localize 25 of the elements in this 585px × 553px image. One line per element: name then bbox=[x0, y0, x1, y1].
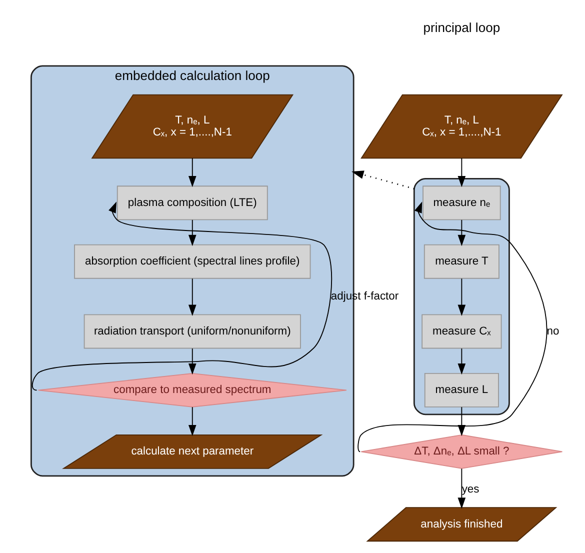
arrow bbox=[357, 202, 547, 452]
arrow bbox=[457, 278, 466, 316]
arrow bbox=[457, 468, 466, 509]
node-box: radiation transport (uniform/nonuniform) bbox=[83, 314, 300, 349]
arrow bbox=[188, 220, 196, 246]
arrow bbox=[188, 158, 196, 188]
node-box: measure nₑ bbox=[422, 186, 500, 220]
node-diamond: compare to measured spectrum bbox=[37, 372, 346, 408]
arrow bbox=[31, 202, 332, 391]
arrow bbox=[188, 406, 196, 436]
node-diamond: ΔT, Δnₑ, ΔL small ? bbox=[360, 434, 562, 469]
arrow bbox=[351, 170, 414, 190]
arrow bbox=[457, 348, 466, 375]
node-box: measure L bbox=[424, 372, 498, 408]
node-box: absorption coefficient (spectral lines profile) bbox=[74, 244, 310, 279]
node-box: measure T bbox=[423, 244, 499, 279]
arrow bbox=[457, 220, 466, 246]
node-box: plasma composition (LTE) bbox=[116, 186, 268, 220]
edge-label: yes bbox=[461, 483, 479, 496]
arrow bbox=[457, 158, 466, 188]
node-box: measure Cₓ bbox=[421, 314, 502, 349]
edge-label: no bbox=[546, 325, 559, 338]
label: principal loop bbox=[422, 20, 500, 36]
arrow bbox=[188, 278, 196, 316]
arrow bbox=[188, 348, 196, 375]
